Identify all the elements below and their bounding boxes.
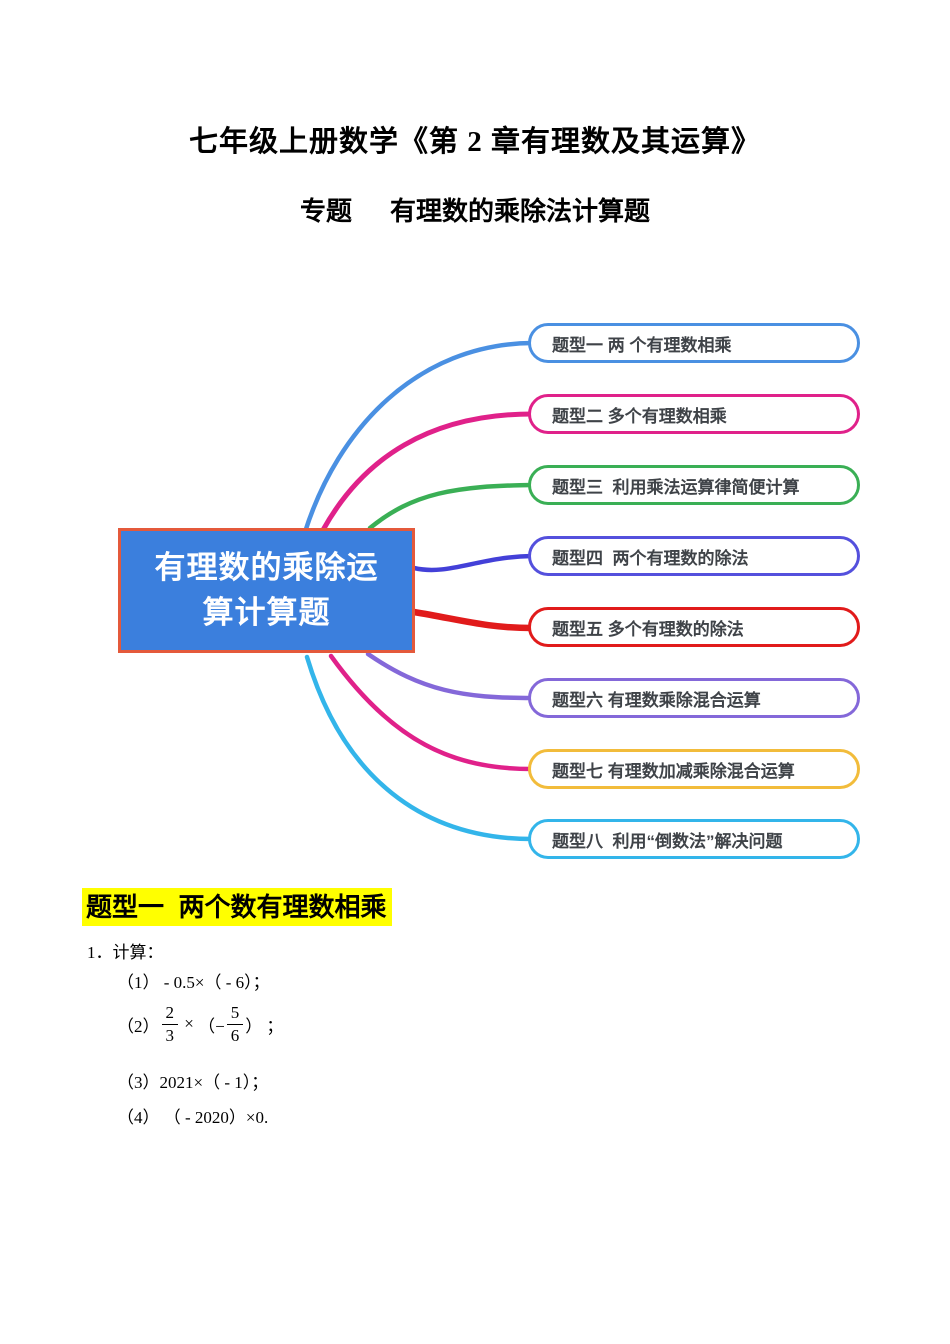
close-paren: ） ；	[245, 1016, 284, 1036]
node-label: 题型八 利用“倒数法”解决问题	[552, 831, 783, 851]
fraction-numerator: 5	[226, 1003, 244, 1025]
problem-1-part-4: （4） （ - 2020）×0.	[117, 1103, 268, 1128]
part-prefix: （1）	[117, 973, 160, 992]
subtitle-main: 有理数的乘除法计算题	[390, 197, 651, 226]
part-prefix: （2）	[117, 1016, 160, 1036]
part-expression: （ - 2020）×0.	[159, 1108, 269, 1127]
open-paren-minus: （−	[198, 1016, 225, 1036]
mindmap-node-type7: 题型七 有理数加减乘除混合运算	[528, 749, 860, 789]
central-topic-line2: 算计算题	[202, 594, 331, 630]
node-label: 题型六 有理数乘除混合运算	[552, 690, 761, 710]
fraction-denominator: 6	[230, 1025, 240, 1045]
node-label: 题型二 多个有理数相乘	[552, 406, 727, 426]
mindmap-node-type8: 题型八 利用“倒数法”解决问题	[528, 819, 860, 859]
part-expression: 2021×（ - 1）；	[159, 1073, 269, 1092]
section-heading: 题型一 两个数有理数相乘	[82, 888, 393, 926]
problem-1-part-1: （1） - 0.5×（ - 6）；	[117, 968, 270, 993]
node-label: 题型七 有理数加减乘除混合运算	[552, 761, 795, 781]
problem-1-part-3: （3）2021×（ - 1）；	[117, 1068, 268, 1093]
central-topic-line1: 有理数的乘除运	[154, 550, 379, 586]
fraction-denominator: 3	[165, 1025, 175, 1045]
part-expression: - 0.5×（ - 6）；	[159, 973, 270, 992]
node-label: 题型一 两 个有理数相乘	[552, 335, 732, 355]
mindmap-node-type5: 题型五 多个有理数的除法	[528, 607, 860, 647]
fraction-numerator: 2	[161, 1003, 178, 1025]
part-prefix: （4）	[117, 1108, 160, 1127]
mindmap-node-type2: 题型二 多个有理数相乘	[528, 394, 860, 434]
times-operator: ×	[180, 1014, 199, 1033]
mindmap-node-type6: 题型六 有理数乘除混合运算	[528, 678, 860, 718]
mindmap-node-type1: 题型一 两 个有理数相乘	[528, 323, 860, 363]
node-label: 题型四 两个有理数的除法	[552, 548, 749, 568]
node-label: 题型三 利用乘法运算律简便计算	[552, 477, 800, 497]
mindmap-node-type4: 题型四 两个有理数的除法	[528, 536, 860, 576]
mindmap-central-topic: 有理数的乘除运 算计算题	[118, 528, 415, 653]
page-subtitle: 专题 有理数的乘除法计算题	[0, 191, 950, 228]
problem-1-label: 1．计算：	[87, 943, 164, 962]
node-label: 题型五 多个有理数的除法	[552, 619, 744, 639]
subtitle-prefix: 专题	[299, 197, 352, 226]
mindmap-node-type3: 题型三 利用乘法运算律简便计算	[528, 465, 860, 505]
part-prefix: （3）	[117, 1073, 160, 1092]
page-title: 七年级上册数学《第 2 章有理数及其运算》	[188, 126, 761, 158]
